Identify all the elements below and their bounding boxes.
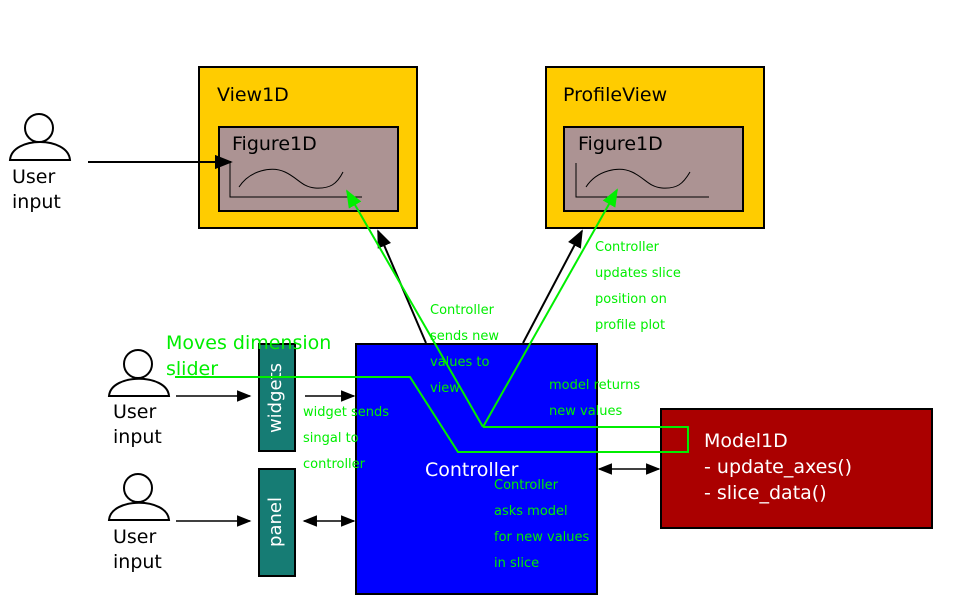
arrow-controller-to-profileview <box>522 229 583 344</box>
annotation-updates-slice-3: position on <box>595 292 667 307</box>
controller-label: Controller <box>425 459 519 481</box>
annotation-sends-values-3: values to <box>430 355 490 370</box>
green-arrow-to-view1d <box>346 189 484 428</box>
profileview-box: ProfileView Figure1D <box>545 66 765 229</box>
profileview-figure-axes <box>575 163 709 198</box>
user-top-icon <box>8 113 72 161</box>
annotation-widget-sends-1: widget sends <box>303 405 389 420</box>
profileview-figure-title: Figure1D <box>578 133 663 155</box>
annotation-asks-model-3: for new values <box>494 530 590 545</box>
user-bottom-label-2: input <box>113 551 162 573</box>
annotation-updates-slice-2: updates slice <box>595 266 681 281</box>
user-top-label-2: input <box>12 191 61 213</box>
profileview-figure-curve <box>585 168 691 189</box>
annotation-sends-values-1: Controller <box>430 303 495 318</box>
widgets-label: widgets <box>265 363 286 433</box>
controller-box <box>355 343 598 595</box>
annotation-updates-slice-4: profile plot <box>595 318 665 333</box>
view1d-title: View1D <box>217 84 289 106</box>
user-bottom-label-1: User <box>113 526 156 548</box>
green-arrow-to-profileview <box>482 188 618 428</box>
panel-box[interactable] <box>258 468 296 577</box>
model1d-method-1: - update_axes() <box>704 456 852 478</box>
view1d-figure-title: Figure1D <box>232 133 317 155</box>
widgets-box[interactable] <box>258 343 296 452</box>
annotation-model-returns-1: model returns <box>549 378 640 393</box>
model1d-box <box>660 408 933 529</box>
annotation-sends-values-2: sends new <box>430 329 499 344</box>
user-bottom-icon <box>107 473 171 521</box>
annotation-asks-model-2: asks model <box>494 504 568 519</box>
view1d-box: View1D Figure1D <box>198 66 418 229</box>
annotation-asks-model-1: Controller <box>494 478 559 493</box>
annotation-asks-model-4: in slice <box>494 556 539 571</box>
annotation-moves-slider-2: slider <box>166 358 218 380</box>
panel-label: panel <box>265 497 286 547</box>
green-slider-path <box>175 376 689 453</box>
model1d-title: Model1D <box>704 430 788 452</box>
model1d-method-2: - slice_data() <box>704 482 827 504</box>
user-middle-label-2: input <box>113 426 162 448</box>
view1d-figure-curve <box>238 168 344 189</box>
profileview-title: ProfileView <box>563 84 667 106</box>
view1d-figure-axes <box>229 163 362 198</box>
annotation-updates-slice-1: Controller <box>595 240 660 255</box>
annotation-sends-values-4: view <box>430 381 460 396</box>
annotation-widget-sends-2: singal to <box>303 431 359 446</box>
annotation-model-returns-2: new values <box>549 404 623 419</box>
annotation-moves-slider-1: Moves dimension <box>166 332 331 354</box>
user-top-label-1: User <box>12 166 55 188</box>
user-middle-icon <box>107 349 171 397</box>
annotation-widget-sends-3: controller <box>303 457 366 472</box>
user-middle-label-1: User <box>113 401 156 423</box>
